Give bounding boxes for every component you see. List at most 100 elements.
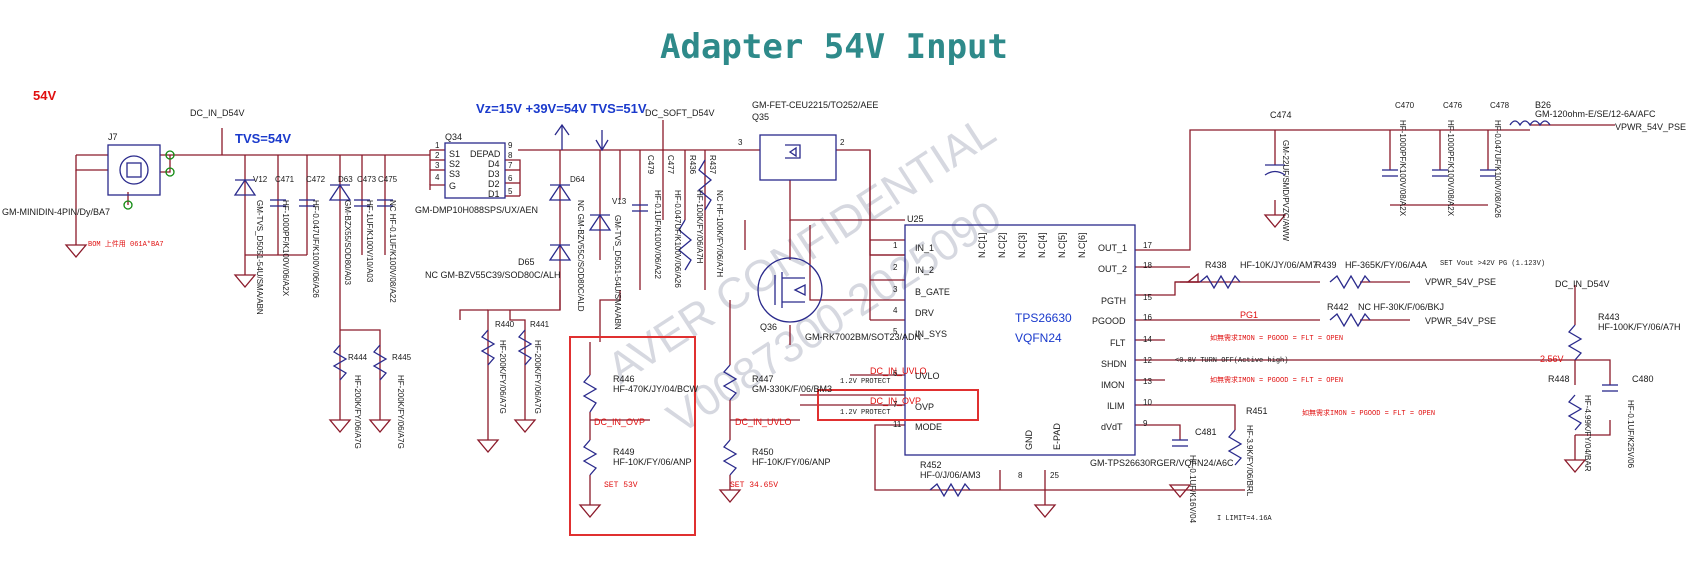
u25-nc6: N.C[6] (1077, 232, 1087, 258)
part-c472: HF-0.047UF/K100V/06/A26 (311, 200, 320, 298)
label-ilimit: I LIMIT=4.16A (1217, 515, 1272, 523)
net-uvlo-red: DC_IN_UVLO (870, 366, 927, 376)
ref-r436: R436 (688, 155, 697, 175)
note-imon-3: 如無需求IMON = PGOOD = FLT = OPEN (1302, 408, 1435, 418)
label-256v: 2.56V (1540, 354, 1564, 364)
ref-r445: R445 (392, 353, 412, 362)
q34-pin-d4: D4 (488, 159, 500, 169)
net-dc-in-d54v: DC_IN_D54V (190, 108, 245, 118)
label-tvs54: TVS=54V (235, 131, 291, 146)
part-r445: HF-200K/FY/06/A7G (396, 375, 405, 449)
u25-name: TPS26630 (1015, 311, 1072, 325)
q34-pin-d2: D2 (488, 179, 500, 189)
ref-c478: C478 (1490, 101, 1510, 110)
part-d63: GM-BZX55/SOD80/A03 (343, 200, 352, 285)
u25-pin-drv: DRV (915, 308, 934, 318)
q34-pin-d1: D1 (488, 189, 500, 199)
svg-text:5: 5 (893, 327, 898, 336)
protect-ovp: 1.2V PROTECT (840, 409, 890, 417)
part-d65: NC GM-BZV55C39/SOD80C/ALH (425, 270, 561, 280)
part-r452: HF-0/J/06/AM3 (920, 470, 981, 480)
svg-text:6: 6 (508, 174, 513, 183)
part-r450: HF-10K/FY/06/ANP (752, 457, 831, 467)
part-r437: NC HF-100K/FY/06/A7H (715, 190, 724, 277)
label-set34: SET 34.65V (730, 481, 778, 490)
u25-pin-ilim: ILIM (1107, 401, 1125, 411)
q34-pin-s3: S3 (449, 169, 460, 179)
u25-nc2: N.C[2] (997, 232, 1007, 258)
net-ovp-left: DC_IN_OVP (594, 417, 645, 427)
part-c478: HF-0.047UF/K100V/08/A26 (1493, 120, 1502, 218)
diagram-title: Adapter 54V Input (660, 27, 1008, 67)
ref-u25: U25 (907, 214, 924, 224)
ref-r447: R447 (752, 374, 774, 384)
wires (75, 120, 1615, 505)
part-v12: GM-TVS_D5051-54U/SMA/ABN (255, 200, 264, 315)
part-r441: HF-200K/FY/06/A7G (533, 340, 542, 414)
part-q36: GM-RK7002BM/SOT23/ADN (805, 332, 921, 342)
u25-pin-pgood: PGOOD (1092, 316, 1126, 326)
ref-r452: R452 (920, 460, 942, 470)
u25-nc5: N.C[5] (1057, 232, 1067, 258)
svg-text:2: 2 (435, 151, 440, 160)
u25-pin-gnd: GND (1024, 430, 1034, 451)
u25-pkg: VQFN24 (1015, 331, 1062, 345)
q34-pin-s2: S2 (449, 159, 460, 169)
part-r436: HF-100K/FY/06/A7H (695, 190, 704, 264)
svg-text:11: 11 (893, 420, 902, 429)
svg-text:17: 17 (1143, 241, 1152, 250)
net-dc-in-d54v-right: DC_IN_D54V (1555, 279, 1610, 289)
u25-pin-bgate: B_GATE (915, 287, 950, 297)
ref-r438: R438 (1205, 260, 1227, 270)
svg-text:5: 5 (508, 187, 513, 196)
label-set-vout: SET Vout >42V PG (1.123V) (1440, 260, 1545, 268)
ref-c481: C481 (1195, 427, 1217, 437)
protect-uvlo: 1.2V PROTECT (840, 378, 890, 386)
part-r443: HF-100K/FY/06/A7H (1598, 322, 1681, 332)
svg-text:13: 13 (1143, 377, 1152, 386)
part-r448: HF-4.99K/FY/04/BAR (1583, 395, 1592, 472)
part-c480: HF-0.1UF/K25V/06 (1626, 400, 1635, 469)
svg-text:2: 2 (840, 138, 845, 147)
u25-pin-flt: FLT (1110, 338, 1126, 348)
net-ovp-red: DC_IN_OVP (870, 396, 921, 406)
svg-text:2: 2 (893, 263, 898, 272)
part-r451: HF-3.9K/FY/06/BRL (1245, 425, 1254, 497)
ref-r448: R448 (1548, 374, 1570, 384)
label-54v: 54V (33, 88, 56, 103)
u25-pin-epad: E-PAD (1052, 423, 1062, 450)
ref-c471: C471 (275, 175, 295, 184)
u25-pin-insys: IN_SYS (915, 329, 947, 339)
part-v13: GM-TVS_D5051-54U/SMA/ABN (613, 215, 622, 330)
u25-nc3: N.C[3] (1017, 232, 1027, 258)
ref-c480: C480 (1632, 374, 1654, 384)
part-c474: GM-22UF/SMD/PVZC/AWW (1281, 140, 1290, 241)
part-c481: HF-0.1UF/K16V/04 (1188, 455, 1197, 524)
ref-j7: J7 (108, 132, 118, 142)
ref-b26: B26 (1535, 100, 1551, 110)
ref-d63: D63 (338, 175, 353, 184)
u25-pin-in2: IN_2 (915, 265, 934, 275)
part-c473: HF-1UF/K100V/10/A03 (365, 200, 374, 283)
svg-text:4: 4 (893, 306, 898, 315)
u25-nc4: N.C[4] (1037, 232, 1047, 258)
note-imon-1: 如無需求IMON = PGOOD = FLT = OPEN (1210, 333, 1343, 343)
svg-text:10: 10 (1143, 398, 1152, 407)
part-q34: GM-DMP10H088SPS/UX/AEN (415, 205, 538, 215)
part-r447: GM-330K/F/06/BM3 (752, 384, 832, 394)
part-r446: HF-470K/JY/04/BCW (613, 384, 699, 394)
ref-r440: R440 (495, 320, 515, 329)
ref-q35: Q35 (752, 112, 769, 122)
u25-pin-pgth: PGTH (1101, 296, 1126, 306)
net-vpwr-r442: VPWR_54V_PSE (1425, 316, 1496, 326)
part-c476: HF-1000PF/K100V/08/A2X (1446, 120, 1455, 217)
ref-r441: R441 (530, 320, 550, 329)
ref-r451: R451 (1246, 406, 1268, 416)
ref-v13: V13 (612, 197, 627, 206)
svg-text:14: 14 (1143, 335, 1152, 344)
ref-r449: R449 (613, 447, 635, 457)
svg-text:1: 1 (893, 241, 898, 250)
svg-text:3: 3 (893, 285, 898, 294)
ref-c472: C472 (306, 175, 326, 184)
